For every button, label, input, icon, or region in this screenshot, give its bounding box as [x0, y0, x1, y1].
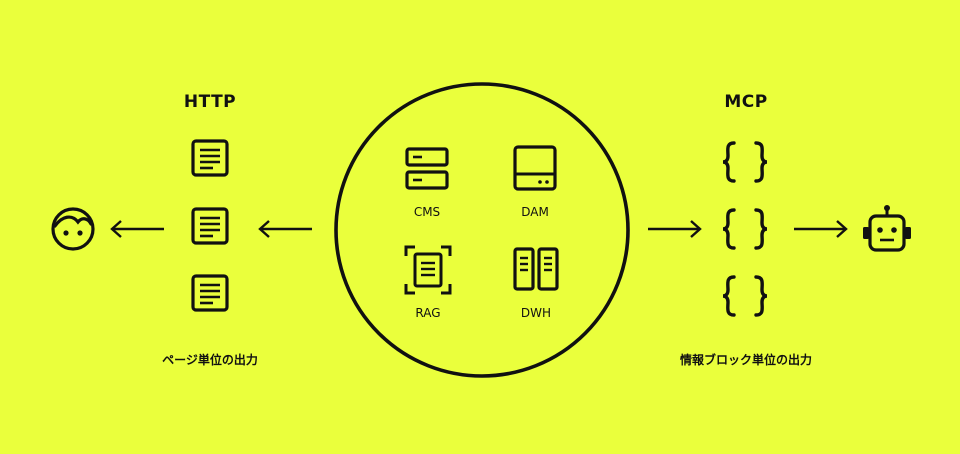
mcp-heading: MCP	[724, 92, 768, 112]
dam-label: DAM	[521, 205, 549, 219]
arrow-right-icon	[794, 220, 848, 238]
page-document-icon	[191, 274, 229, 312]
content-source-circle	[334, 82, 630, 378]
page-document-icon	[191, 139, 229, 177]
user-face-icon	[51, 207, 95, 251]
arrow-left-icon	[258, 220, 312, 238]
arrow-left-icon	[110, 220, 164, 238]
page-output-caption: ページ単位の出力	[162, 353, 258, 367]
information-block-output-caption: 情報ブロック単位の出力	[679, 353, 812, 367]
cms-label: CMS	[413, 205, 441, 219]
http-heading: HTTP	[183, 92, 237, 112]
arrow-right-icon	[648, 220, 702, 238]
code-braces-icon	[722, 208, 768, 250]
server-icon	[405, 147, 449, 190]
rag-label: RAG	[415, 306, 441, 320]
code-braces-icon	[722, 275, 768, 317]
robot-icon	[863, 205, 911, 252]
document-scan-icon	[404, 245, 452, 295]
code-braces-icon	[722, 141, 768, 183]
dwh-label: DWH	[520, 306, 552, 320]
database-columns-icon	[513, 247, 559, 291]
drive-icon	[513, 145, 557, 191]
page-document-icon	[191, 207, 229, 245]
